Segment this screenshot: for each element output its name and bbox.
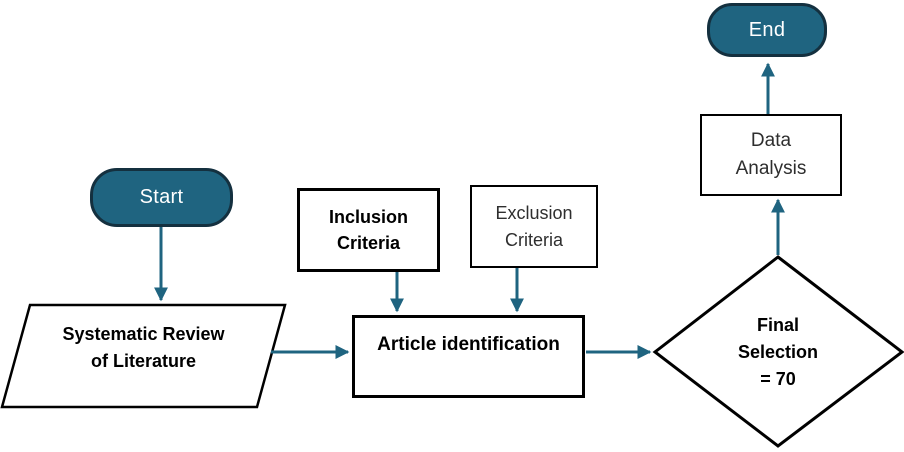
inclusion-criteria-node: Inclusion Criteria [297,188,440,272]
data-analysis-line-1: Data [750,130,792,152]
final-selection-node: Final Selection = 70 [703,312,853,393]
final-selection-line-1: Final [756,315,799,335]
diamond-final-selection [652,255,904,448]
inclusion-line-1: Inclusion [328,206,408,227]
article-identification-label: Article identification [377,334,560,355]
inclusion-line-2: Criteria [336,233,401,253]
final-selection-line-3: = 70 [760,369,796,389]
article-identification-node: Article identification [352,315,585,398]
end-node: End [707,3,827,57]
data-analysis-line-2: Analysis [735,158,807,179]
exclusion-line-1: Exclusion [495,203,573,224]
exclusion-line-2: Criteria [504,229,563,250]
start-node: Start [90,168,233,227]
systematic-review-node: Systematic Review of Literature [15,321,272,375]
exclusion-criteria-node: Exclusion Criteria [470,185,598,268]
systematic-review-line-2: of Literature [90,351,196,371]
final-selection-line-2: Selection [737,342,819,362]
parallelogram-systematic-review [0,303,287,409]
data-analysis-node: Data Analysis [700,114,842,196]
end-label: End [748,18,786,41]
start-label: Start [139,186,184,208]
systematic-review-line-1: Systematic Review [62,324,225,344]
